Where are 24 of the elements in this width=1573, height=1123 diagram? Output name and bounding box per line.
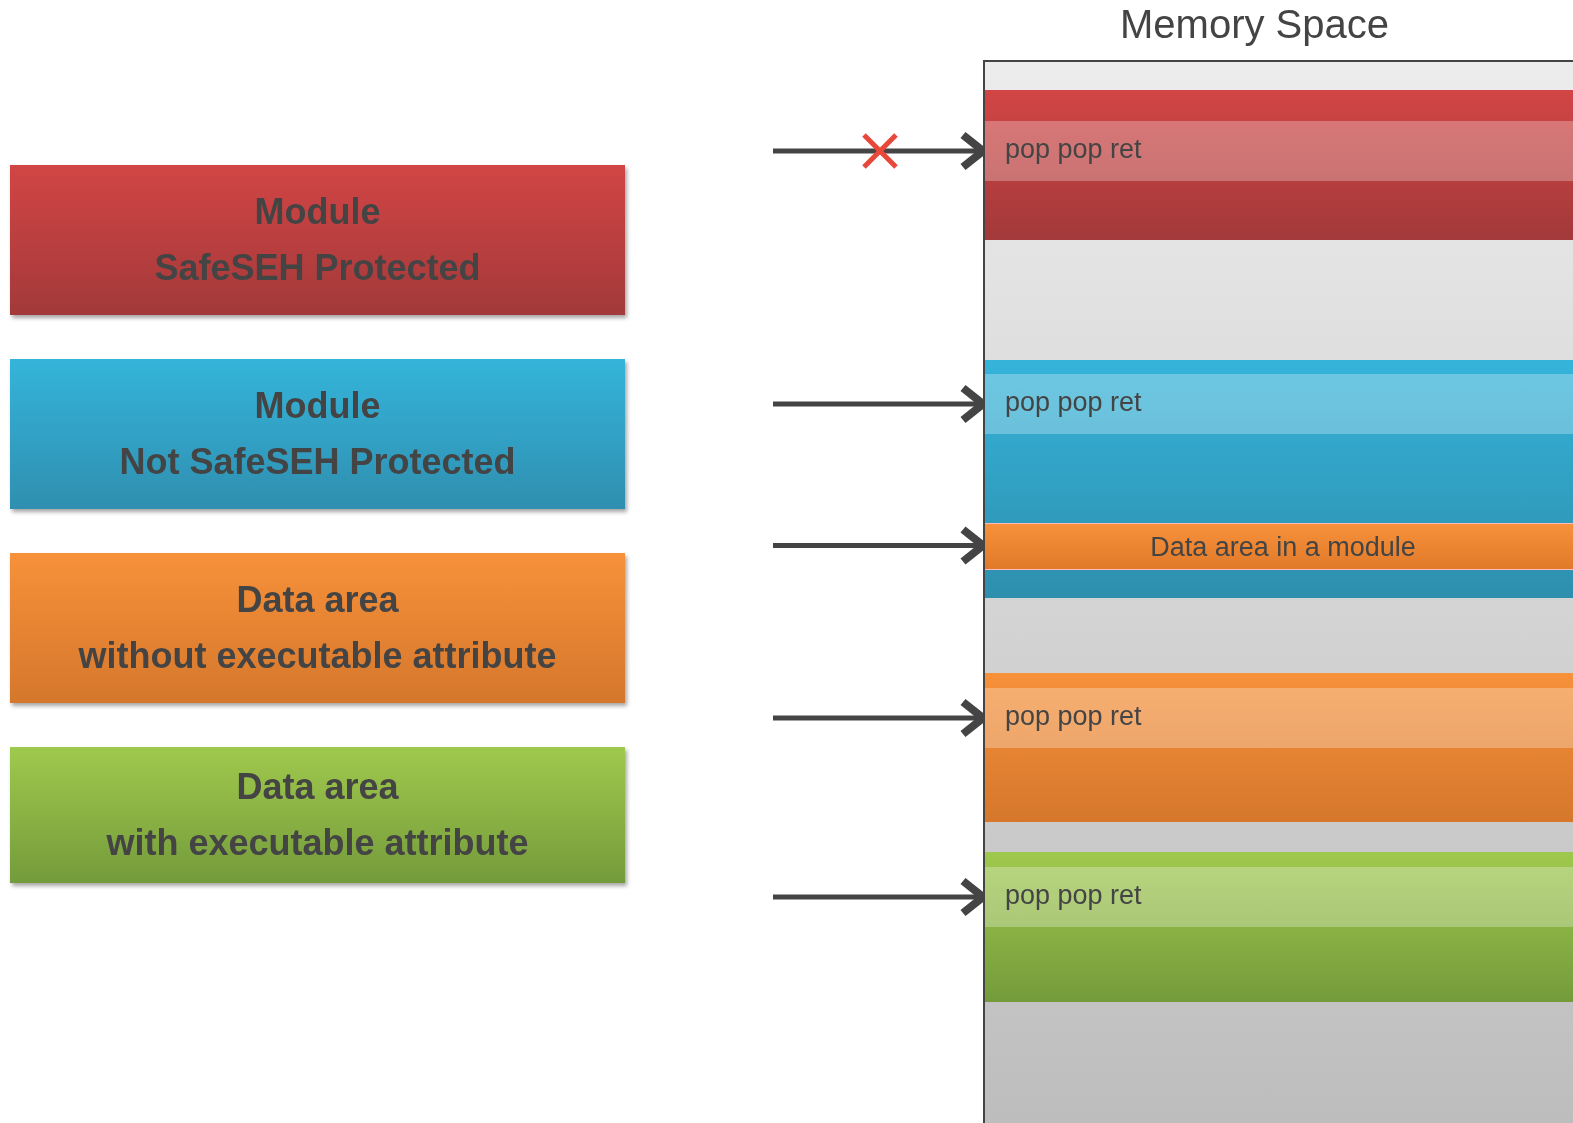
legend-text: Data area xyxy=(236,765,399,810)
legend-text: Module xyxy=(254,190,381,235)
legend-box xyxy=(10,553,625,703)
legend-text: Not SafeSEH Protected xyxy=(119,440,516,484)
instruction-text: pop pop ret xyxy=(1005,880,1142,911)
legend-box xyxy=(10,165,625,315)
memory-panel xyxy=(983,60,1573,1123)
instruction-text: pop pop ret xyxy=(1005,387,1142,418)
legend-text: with executable attribute xyxy=(106,821,529,865)
legend-text: without executable attribute xyxy=(78,634,557,678)
region-text: Data area in a module xyxy=(1149,532,1417,563)
instruction-text: pop pop ret xyxy=(1005,134,1142,165)
legend-box xyxy=(10,359,625,509)
legend-text: Module xyxy=(254,384,381,429)
memory-region xyxy=(985,673,1573,822)
legend-box xyxy=(10,747,625,883)
memory-region xyxy=(985,90,1573,240)
memory-region xyxy=(985,523,1573,570)
legend-text: SafeSEH Protected xyxy=(154,246,481,290)
panel-title: Memory Space xyxy=(1120,2,1389,47)
memory-region xyxy=(985,852,1573,1002)
instruction-text: pop pop ret xyxy=(1005,701,1142,732)
memory-region xyxy=(985,360,1573,598)
legend-text: Data area xyxy=(236,578,399,623)
